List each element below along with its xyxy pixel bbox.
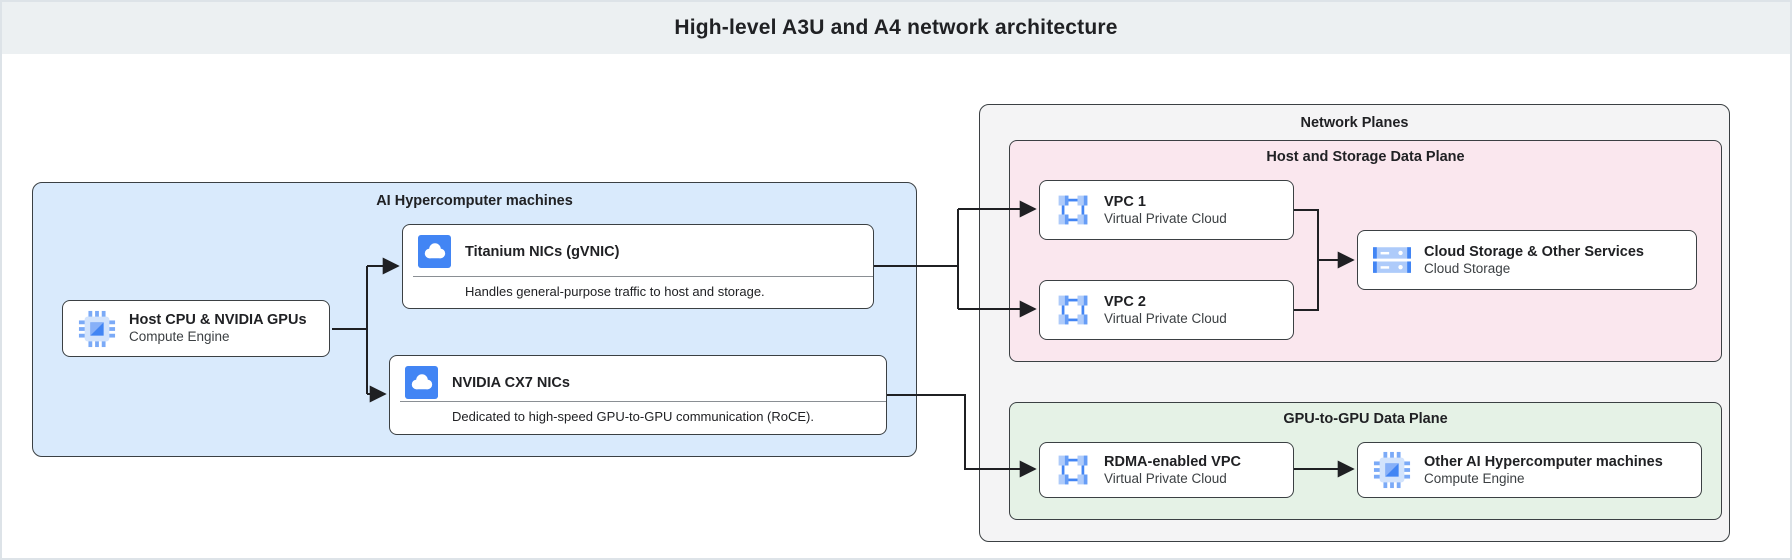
node-cloud-storage: Cloud Storage & Other Services Cloud Sto… <box>1357 230 1697 290</box>
node-title: Titanium NICs (gVNIC) <box>465 243 620 260</box>
group-title: Network Planes <box>1300 115 1409 131</box>
node-subtitle: Compute Engine <box>1424 470 1525 486</box>
node-subtitle: Cloud Storage <box>1424 260 1511 276</box>
node-cx7-nics: NVIDIA CX7 NICs Dedicated to high-speed … <box>389 355 887 435</box>
card-divider <box>413 276 873 277</box>
node-title: VPC 2 <box>1104 293 1146 310</box>
node-titanium-nics: Titanium NICs (gVNIC) Handles general-pu… <box>402 224 874 309</box>
cloud-nic-icon <box>405 366 438 399</box>
node-subtitle: Virtual Private Cloud <box>1104 310 1227 326</box>
group-title: AI Hypercomputer machines <box>376 193 573 209</box>
diagram-header: High-level A3U and A4 network architectu… <box>2 2 1790 54</box>
node-title: Other AI Hypercomputer machines <box>1424 453 1663 470</box>
node-other-ai-machines: Other AI Hypercomputer machines Compute … <box>1357 442 1702 498</box>
compute-engine-icon <box>78 310 116 347</box>
node-title: VPC 1 <box>1104 193 1146 210</box>
card-divider <box>400 401 886 402</box>
node-title: RDMA-enabled VPC <box>1104 453 1241 470</box>
node-subtitle: Virtual Private Cloud <box>1104 470 1227 486</box>
node-host-cpu: Host CPU & NVIDIA GPUs Compute Engine <box>62 300 330 357</box>
node-vpc2: VPC 2 Virtual Private Cloud <box>1039 280 1294 340</box>
vpc-icon <box>1058 455 1088 485</box>
node-title: NVIDIA CX7 NICs <box>452 374 570 391</box>
node-title: Cloud Storage & Other Services <box>1424 243 1644 260</box>
vpc-icon <box>1058 195 1088 225</box>
node-subtitle: Virtual Private Cloud <box>1104 210 1227 226</box>
node-description: Dedicated to high-speed GPU-to-GPU commu… <box>452 409 814 424</box>
node-vpc1: VPC 1 Virtual Private Cloud <box>1039 180 1294 240</box>
vpc-icon <box>1058 295 1088 325</box>
group-title: GPU-to-GPU Data Plane <box>1283 411 1448 427</box>
compute-engine-icon <box>1373 451 1411 489</box>
node-subtitle: Compute Engine <box>129 329 230 345</box>
cloud-storage-icon <box>1373 246 1411 273</box>
cloud-nic-icon <box>418 235 451 268</box>
node-title: Host CPU & NVIDIA GPUs <box>129 312 307 328</box>
node-rdma-vpc: RDMA-enabled VPC Virtual Private Cloud <box>1039 442 1294 498</box>
group-title: Host and Storage Data Plane <box>1266 149 1465 165</box>
node-description: Handles general-purpose traffic to host … <box>465 284 765 299</box>
diagram-title: High-level A3U and A4 network architectu… <box>674 16 1118 39</box>
